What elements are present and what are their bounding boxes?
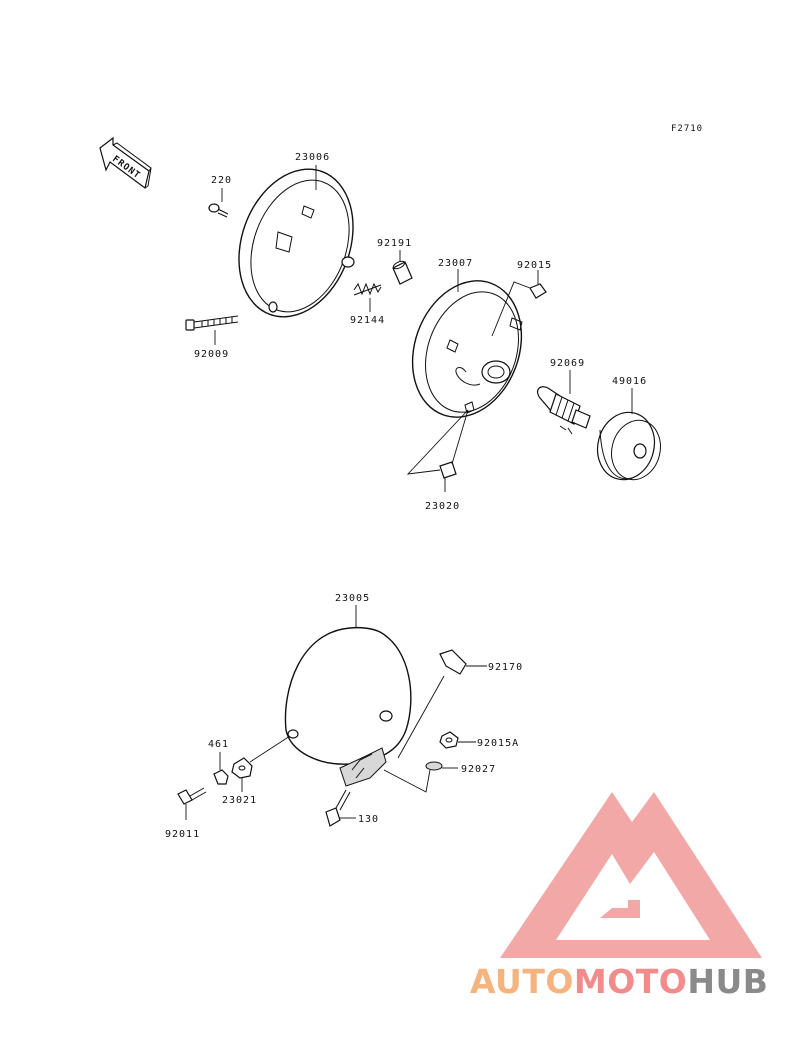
figure-code: F2710 bbox=[671, 124, 704, 134]
part-label-23021: 23021 bbox=[222, 795, 257, 806]
part-label-23007: 23007 bbox=[438, 258, 473, 269]
nut-92015A bbox=[439, 731, 459, 749]
part-label-92069: 92069 bbox=[550, 358, 585, 369]
part-label-92191: 92191 bbox=[377, 238, 412, 249]
headlight-reflector-unit bbox=[411, 280, 523, 418]
part-label-92015A: 92015A bbox=[477, 738, 519, 749]
part-label-92144: 92144 bbox=[350, 315, 385, 326]
spring-92144 bbox=[353, 282, 382, 296]
nut-92015 bbox=[529, 283, 547, 299]
bolt-92009 bbox=[185, 315, 239, 331]
part-label-23005: 23005 bbox=[335, 593, 370, 604]
bolt-130 bbox=[325, 789, 351, 827]
part-label-23006: 23006 bbox=[295, 152, 330, 163]
washer-92027 bbox=[425, 761, 443, 771]
part-label-130: 130 bbox=[358, 814, 379, 825]
part-label-461: 461 bbox=[208, 739, 229, 750]
headlight-rim bbox=[238, 168, 355, 318]
dust-cover-49016 bbox=[596, 411, 661, 481]
clip-23020 bbox=[406, 409, 469, 479]
front-arrow-icon: FRONT bbox=[99, 136, 152, 190]
part-label-92011: 92011 bbox=[165, 829, 200, 840]
grommet-23021 bbox=[231, 757, 253, 779]
part-label-92009: 92009 bbox=[194, 349, 229, 360]
screw-220 bbox=[208, 203, 229, 218]
part-label-49016: 49016 bbox=[612, 376, 647, 387]
part-label-92027: 92027 bbox=[461, 764, 496, 775]
part-label-220: 220 bbox=[211, 175, 232, 186]
bracket-92170 bbox=[439, 649, 467, 675]
watermark-text: AUTOMOTOHUB bbox=[470, 962, 768, 1001]
part-label-23020: 23020 bbox=[425, 501, 460, 512]
bulb-92069 bbox=[536, 386, 591, 435]
watermark-logo-icon bbox=[500, 792, 762, 958]
headlight-housing bbox=[284, 626, 412, 787]
part-label-92170: 92170 bbox=[488, 662, 523, 673]
part-label-92015: 92015 bbox=[517, 260, 552, 271]
bolt-92011 bbox=[177, 787, 207, 805]
collar-92191 bbox=[392, 260, 413, 285]
nut-461 bbox=[213, 769, 229, 785]
watermark-text-hub: HUB bbox=[687, 962, 769, 1001]
watermark-text-auto: AUTO bbox=[470, 962, 574, 1001]
watermark-text-moto: MOTO bbox=[573, 962, 688, 1001]
